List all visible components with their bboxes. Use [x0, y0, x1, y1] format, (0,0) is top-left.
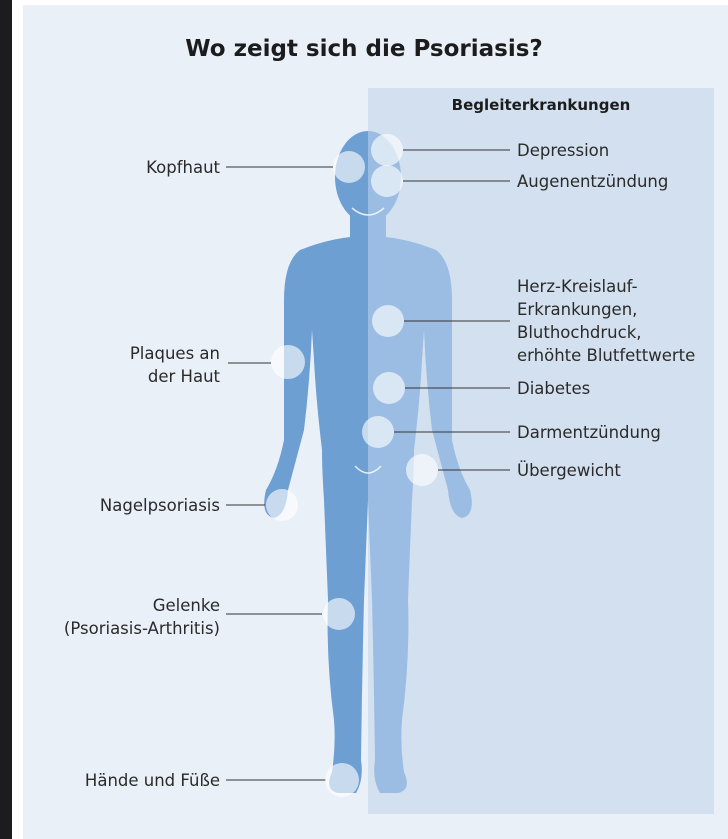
marker-eye — [371, 165, 403, 197]
marker-diabetes — [373, 372, 405, 404]
label-diabetes: Diabetes — [517, 378, 590, 399]
marker-joints — [323, 598, 355, 630]
label-hands-feet: Hände und Füße — [85, 770, 220, 791]
label-depression: Depression — [517, 140, 609, 161]
marker-nails — [266, 489, 298, 521]
marker-overweight — [406, 454, 438, 486]
label-eye: Augenentzündung — [517, 171, 668, 192]
label-heart-line1: Herz-Kreislauf- — [517, 276, 638, 297]
label-heart-line3: Bluthochdruck, — [517, 322, 642, 343]
marker-bowel — [362, 416, 394, 448]
marker-scalp — [333, 151, 365, 183]
marker-hands-feet — [325, 763, 359, 797]
marker-plaques — [271, 345, 305, 379]
label-plaques-line1: Plaques an — [130, 343, 220, 364]
label-overweight: Übergewicht — [517, 460, 621, 481]
label-nails: Nagelpsoriasis — [100, 495, 220, 516]
marker-heart — [372, 305, 404, 337]
label-plaques-line2: der Haut — [148, 366, 220, 387]
label-heart-line2: Erkrankungen, — [517, 299, 637, 320]
label-scalp: Kopfhaut — [146, 157, 220, 178]
label-joints-line2: (Psoriasis-Arthritis) — [64, 618, 220, 639]
label-bowel: Darmentzündung — [517, 422, 661, 443]
label-joints-line1: Gelenke — [153, 595, 220, 616]
marker-depression — [371, 134, 403, 166]
label-heart-line4: erhöhte Blutfettwerte — [517, 345, 695, 366]
